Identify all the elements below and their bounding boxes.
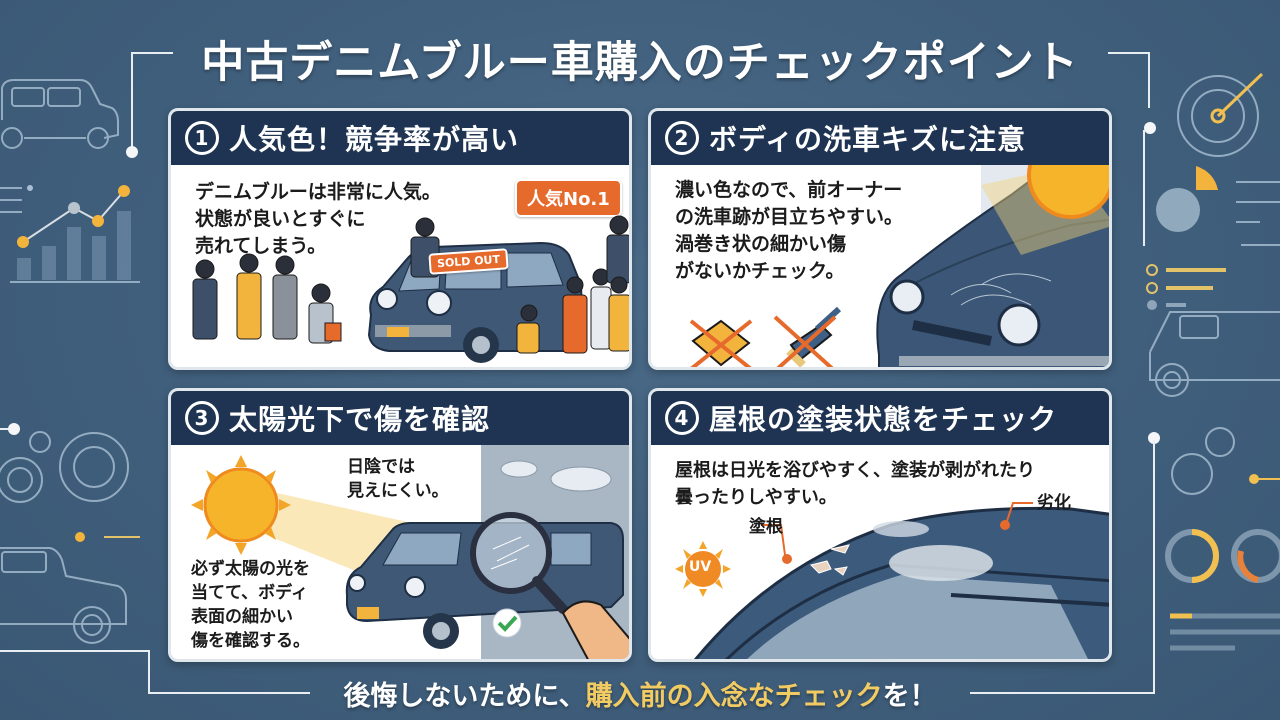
number-badge: 1	[185, 121, 219, 155]
sun-icon	[1027, 165, 1109, 219]
frame-line	[131, 52, 173, 54]
sponge-crossed-icon	[689, 319, 753, 367]
roof-illustration	[675, 502, 1109, 659]
footer-prefix: 後悔しないために、	[343, 681, 586, 712]
footer-suffix: を！	[882, 681, 937, 712]
frame-line	[131, 52, 133, 152]
panel-heading: 屋根の塗装状態をチェック	[709, 403, 1058, 436]
sun-icon	[203, 467, 279, 543]
frame-line	[1143, 130, 1145, 246]
panel-text: 必ず太陽の光を 当てて、ボディ 表面の細かい 傷を確認する。	[191, 559, 310, 651]
panel-heading: 人気色！競争率が高い	[229, 123, 520, 156]
check-icon	[492, 608, 522, 638]
frame-line	[1148, 52, 1150, 108]
panel-heading: 太陽光下で傷を確認	[229, 403, 491, 436]
footer-message: 後悔しないために、購入前の入念なチェックを！	[0, 674, 1280, 713]
panel-header: 4 屋根の塗装状態をチェック	[651, 391, 1109, 445]
deterioration-label: 劣化	[1037, 493, 1071, 513]
panel-header: 2 ボディの洗車キズに注意	[651, 111, 1109, 165]
panel-sunlight-check: 3 太陽光下で傷を確認	[168, 388, 632, 662]
frame-line	[0, 650, 149, 652]
panel-header: 3 太陽光下で傷を確認	[171, 391, 629, 445]
frame-dot	[1148, 432, 1160, 444]
panel-wash-scratches: 2 ボディの洗車キズに注意	[648, 108, 1112, 370]
panel-body: 日陰では 見えにくい。 必ず太陽の光を 当てて、ボディ 表面の細かい 傷を確認す…	[171, 445, 629, 659]
frame-line	[148, 650, 150, 694]
shade-text: 日陰では 見えにくい。	[347, 457, 449, 501]
left-decoration	[0, 79, 140, 644]
footer-highlight: 購入前の入念なチェック	[585, 681, 883, 712]
number-badge: 3	[185, 401, 219, 435]
number-badge: 2	[665, 121, 699, 155]
crowd-car-illustration	[192, 215, 629, 363]
sunlight-illustration	[191, 445, 629, 659]
panel-roof-paint: 4 屋根の塗装状態をチェック	[648, 388, 1112, 662]
gear-icon	[1177, 75, 1259, 157]
panel-text: デニムブルーは非常に人気。 状態が良いとすぐに 売れてしまう。	[195, 181, 441, 257]
car-outline-icon	[0, 79, 119, 139]
frame-line	[0, 428, 14, 430]
panel-body: 濃い色なので、前オーナー の洗車跡が目立ちやすい。 渦巻き状の細かい傷 がないか…	[651, 165, 1109, 367]
frame-dot	[8, 423, 20, 435]
frame-dot	[126, 146, 138, 158]
frame-line	[148, 692, 310, 694]
peeling-label: 塗根	[749, 517, 783, 537]
uv-label: UV	[689, 559, 712, 575]
panel-heading: ボディの洗車キズに注意	[709, 123, 1027, 156]
car-hood-illustration	[689, 165, 1109, 367]
popular-badge: 人気No.1	[515, 179, 622, 217]
panel-body: UV 屋根は日光を浴びやすく、塗装が剥がれたり 曇ったりしやすい。 塗根 劣化	[651, 445, 1109, 659]
panel-header: 1 人気色！競争率が高い	[171, 111, 629, 165]
panel-popular-color: 1 人気色！競争率が高い デニムブルーは非常に人気。 状態が良いとすぐに 売れて…	[168, 108, 632, 370]
page-title: 中古デニムブルー車購入のチェックポイント	[201, 38, 1079, 88]
brush-crossed-icon	[773, 306, 842, 367]
frame-line	[1153, 440, 1155, 694]
panel-body: デニムブルーは非常に人気。 状態が良いとすぐに 売れてしまう。 人気No.1	[171, 165, 629, 367]
number-badge: 4	[665, 401, 699, 435]
cloud-icon	[500, 460, 612, 492]
magnifier-icon	[470, 512, 568, 614]
frame-dot	[1144, 122, 1156, 134]
panel-text: 濃い色なので、前オーナー の洗車跡が目立ちやすい。 渦巻き状の細かい傷 がないか…	[675, 179, 904, 282]
right-decoration	[1146, 72, 1280, 651]
frame-line	[970, 692, 1155, 694]
uv-sun-icon	[675, 541, 731, 597]
frame-line	[1108, 52, 1150, 54]
panel-text: 屋根は日光を浴びやすく、塗装が剥がれたり 曇ったりしやすい。	[675, 460, 1035, 508]
